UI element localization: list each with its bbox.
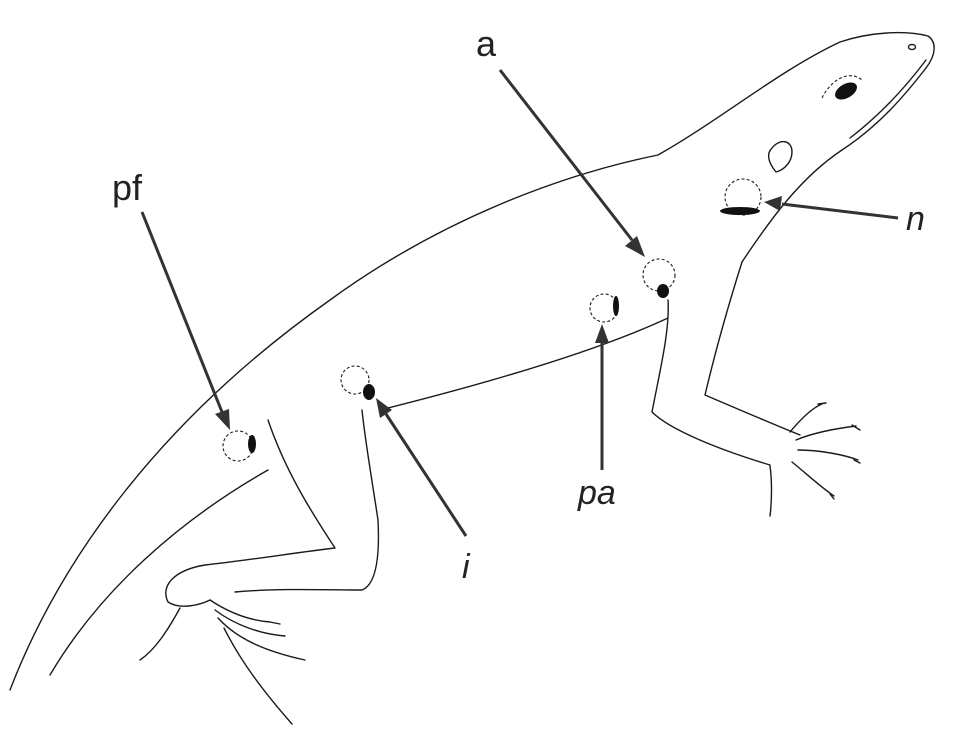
arrow-pf <box>140 211 230 430</box>
rear-leg-outline <box>165 409 380 607</box>
organ-pf <box>222 430 256 462</box>
label-pa: pa <box>577 474 616 512</box>
label-a: a <box>476 23 497 64</box>
rear-foot <box>139 599 306 725</box>
eyebrow-dashes <box>821 75 863 99</box>
tail-underside-outline <box>49 469 269 676</box>
lizard-mouth-line <box>849 59 927 139</box>
arrow-a <box>498 69 645 257</box>
label-i: i <box>462 548 471 586</box>
arrow-pa <box>595 324 609 470</box>
arrow-n <box>764 196 899 220</box>
label-pf: pf <box>112 167 143 208</box>
lizard-back-outline <box>9 31 935 691</box>
front-foot <box>769 402 861 517</box>
lizard-jaw-outline <box>741 67 927 263</box>
label-n: n <box>906 200 925 238</box>
ear-opening <box>767 141 793 173</box>
nostril <box>907 43 917 51</box>
arrow-i <box>376 398 468 537</box>
eye <box>835 82 857 100</box>
belly-outline <box>379 317 669 411</box>
organ-a <box>642 258 676 298</box>
organ-i <box>340 365 375 400</box>
organ-n <box>720 178 762 216</box>
lizard-drawing <box>9 31 935 725</box>
front-leg-outline <box>651 261 801 466</box>
organ-pa <box>589 293 619 323</box>
